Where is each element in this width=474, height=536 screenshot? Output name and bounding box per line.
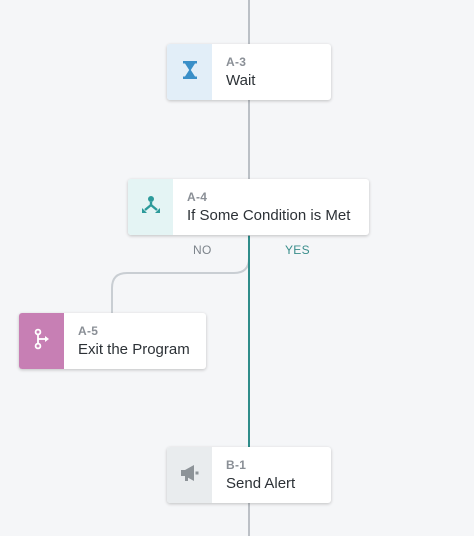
wait-text: A-3 Wait xyxy=(212,44,269,100)
condition-icon-box xyxy=(128,179,173,235)
node-condition[interactable]: A-4 If Some Condition is Met xyxy=(128,179,369,235)
node-label: Wait xyxy=(226,72,256,89)
node-id: A-5 xyxy=(78,324,99,338)
node-alert[interactable]: B-1 Send Alert xyxy=(167,447,331,503)
no-branch-label: NO xyxy=(193,243,212,257)
node-label: If Some Condition is Met xyxy=(187,207,351,224)
node-wait[interactable]: A-3 Wait xyxy=(167,44,331,100)
exit-icon-box xyxy=(19,313,64,369)
node-id: A-4 xyxy=(187,190,208,204)
exit-text: A-5 Exit the Program xyxy=(64,313,204,369)
node-id: B-1 xyxy=(226,458,247,472)
branch-split-icon xyxy=(140,194,162,221)
hourglass-icon xyxy=(181,60,199,85)
exit-branch-icon xyxy=(32,328,52,355)
node-exit[interactable]: A-5 Exit the Program xyxy=(19,313,206,369)
alert-text: B-1 Send Alert xyxy=(212,447,309,503)
node-label: Exit the Program xyxy=(78,341,190,358)
condition-text: A-4 If Some Condition is Met xyxy=(173,179,364,235)
node-label: Send Alert xyxy=(226,475,296,492)
alert-icon-box xyxy=(167,447,212,503)
wait-icon-box xyxy=(167,44,212,100)
yes-branch-label: YES xyxy=(285,243,310,257)
no-branch-line xyxy=(111,236,250,313)
megaphone-icon xyxy=(179,463,201,488)
node-id: A-3 xyxy=(226,55,247,69)
